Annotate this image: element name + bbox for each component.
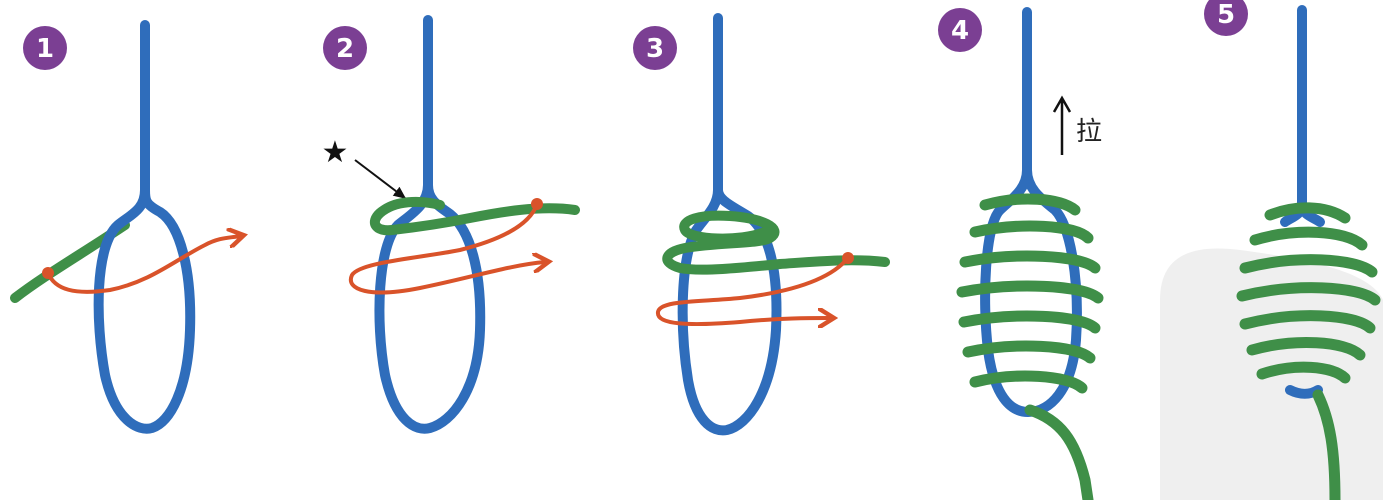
- red-dot: [531, 198, 543, 210]
- red-arrow-path: [348, 202, 545, 295]
- step-4: 4 拉: [938, 7, 1104, 500]
- red-dot: [42, 267, 54, 279]
- red-arrow-path: [656, 256, 850, 324]
- step-1: 1: [10, 20, 240, 434]
- green-line: [369, 196, 580, 236]
- step-badge-4: 4: [938, 8, 982, 52]
- step-badge-3: 3: [633, 26, 677, 70]
- step-2: 2 ★: [322, 15, 580, 434]
- pointer-arrow-icon: [354, 159, 407, 199]
- step-3: 3: [633, 13, 890, 436]
- step-number-3: 3: [646, 34, 664, 64]
- step-number-5: 5: [1217, 0, 1235, 30]
- up-arrow-icon: [1052, 95, 1072, 155]
- blue-line: [93, 20, 196, 434]
- green-coils: [956, 193, 1104, 500]
- step-5: 5: [1204, 0, 1381, 500]
- step-badge-2: 2: [323, 26, 367, 70]
- green-coils: [1236, 202, 1381, 500]
- step-number-4: 4: [951, 16, 969, 46]
- step-badge-1: 1: [23, 26, 67, 70]
- red-dot: [842, 252, 854, 264]
- pull-label: 拉: [1076, 117, 1102, 147]
- star-icon: ★: [322, 135, 349, 170]
- step-number-1: 1: [36, 34, 54, 64]
- red-arrow-path: [46, 236, 240, 294]
- step-badge-5: 5: [1204, 0, 1248, 36]
- step-number-2: 2: [336, 34, 354, 64]
- green-line: [662, 210, 890, 275]
